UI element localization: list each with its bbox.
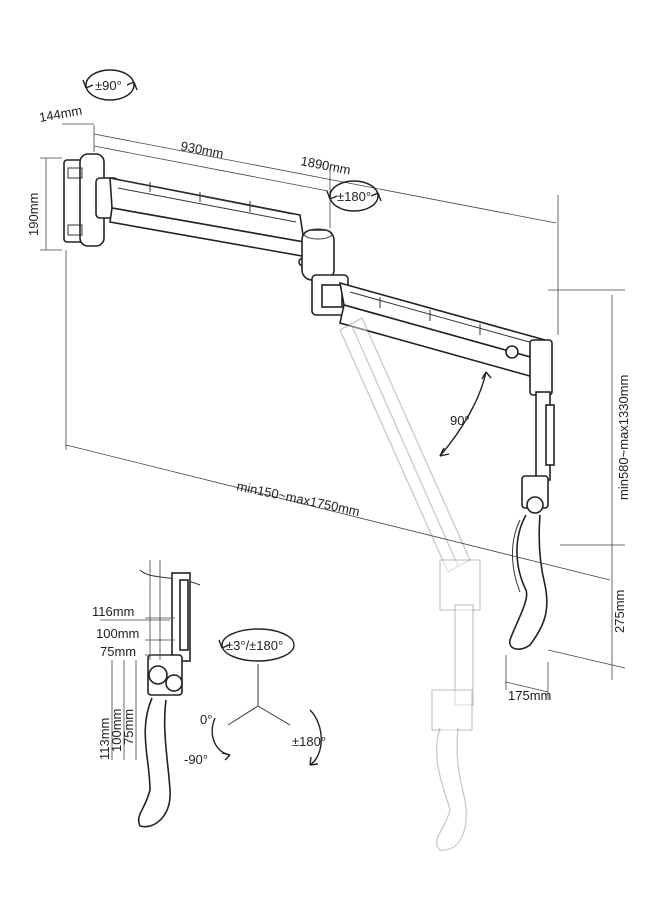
plate-height-label: 190mm — [26, 193, 41, 236]
drop-label: 275mm — [612, 590, 627, 633]
head-right-label: ±180° — [292, 734, 326, 749]
wall-tilt-label: ±90° — [95, 78, 122, 93]
detail-100-label: 100mm — [96, 626, 139, 641]
first-arm — [109, 177, 308, 267]
vertical-post — [521, 391, 555, 514]
rotation-indicators — [82, 69, 382, 212]
head-rotation-label: ±3°/±180° — [226, 638, 283, 653]
detail-113-label: 113mm — [97, 718, 112, 760]
wall-plate — [63, 153, 119, 247]
detail-75v-label: 75mm — [121, 709, 136, 745]
detail-view — [100, 560, 201, 828]
handle — [509, 514, 548, 650]
rotation-axes — [211, 628, 322, 766]
height-range-label: min580~max1330mm — [616, 375, 631, 500]
head-minus-label: -90° — [184, 752, 208, 767]
ghost-arm — [339, 317, 481, 851]
plate-depth-label: 144mm — [38, 103, 83, 125]
elbow-joint — [301, 228, 349, 316]
arm-angle-label: 90° — [450, 413, 470, 428]
detail-75-label: 75mm — [100, 644, 136, 659]
head-zero-label: 0° — [200, 712, 212, 727]
dimension-lines — [40, 123, 626, 700]
detail-100v-label: 100mm — [109, 709, 124, 752]
arm-total-label: 1890mm — [299, 153, 352, 177]
elbow-rotation-label: ±180° — [337, 189, 371, 204]
reach-label: min150~max1750mm — [235, 478, 361, 519]
arm-first-label: 930mm — [179, 138, 224, 161]
offset-label: 175mm — [508, 688, 551, 703]
detail-116-label: 116mm — [92, 604, 134, 619]
